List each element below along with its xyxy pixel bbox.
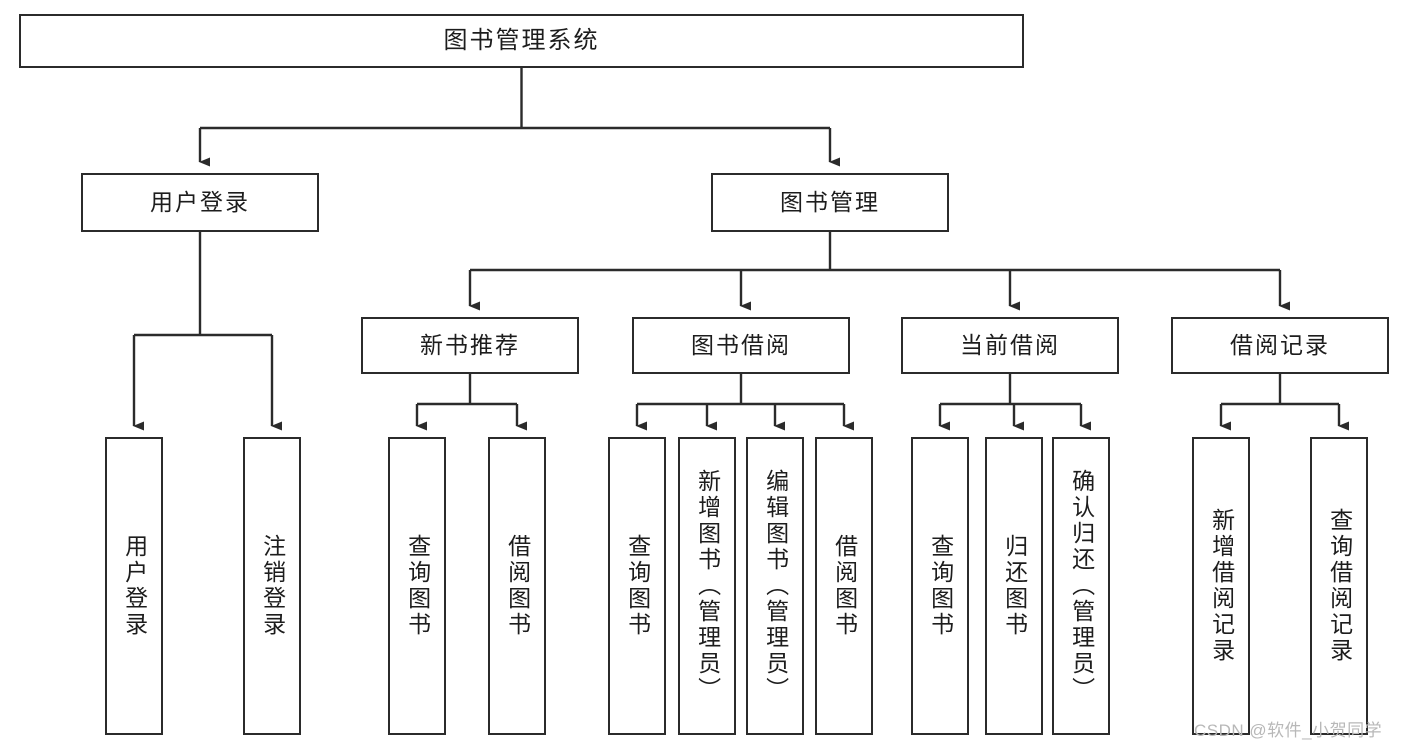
node-leaf-8[interactable]: 查询图书 bbox=[911, 437, 969, 735]
node-leaf-0[interactable]: 用户登录 bbox=[105, 437, 163, 735]
node-label: 用户登录 bbox=[121, 534, 148, 638]
node-l2-2[interactable]: 当前借阅 bbox=[901, 317, 1119, 374]
node-label: 借阅图书 bbox=[831, 534, 858, 638]
watermark-text: CSDN @软件_小贺同学 bbox=[1194, 721, 1383, 740]
node-label: 图书管理 bbox=[780, 188, 880, 215]
node-l2-3[interactable]: 借阅记录 bbox=[1171, 317, 1389, 374]
node-label: 用户登录 bbox=[150, 188, 250, 215]
node-label: 借阅记录 bbox=[1230, 331, 1330, 358]
node-l1-1[interactable]: 图书管理 bbox=[711, 173, 949, 232]
node-leaf-6[interactable]: 编辑图书（管理员） bbox=[746, 437, 804, 735]
node-label: 注销登录 bbox=[259, 534, 286, 638]
node-label: 查询图书 bbox=[404, 534, 431, 638]
node-leaf-1[interactable]: 注销登录 bbox=[243, 437, 301, 735]
node-l1-0[interactable]: 用户登录 bbox=[81, 173, 319, 232]
node-label: 查询图书 bbox=[624, 534, 651, 638]
node-label: 编辑图书（管理员） bbox=[762, 469, 789, 703]
node-l2-1[interactable]: 图书借阅 bbox=[632, 317, 850, 374]
node-label: 查询图书 bbox=[927, 534, 954, 638]
node-label: 归还图书 bbox=[1001, 534, 1028, 638]
node-label: 确认归还（管理员） bbox=[1068, 469, 1095, 703]
node-label: 当前借阅 bbox=[960, 331, 1060, 358]
node-leaf-9[interactable]: 归还图书 bbox=[985, 437, 1043, 735]
node-label: 图书管理系统 bbox=[443, 26, 600, 54]
node-label: 查询借阅记录 bbox=[1326, 508, 1353, 664]
node-label: 新书推荐 bbox=[420, 331, 520, 358]
node-leaf-12[interactable]: 查询借阅记录 bbox=[1310, 437, 1368, 735]
node-label: 新增图书（管理员） bbox=[694, 469, 721, 703]
node-label: 图书借阅 bbox=[691, 331, 791, 358]
node-leaf-11[interactable]: 新增借阅记录 bbox=[1192, 437, 1250, 735]
node-leaf-4[interactable]: 查询图书 bbox=[608, 437, 666, 735]
node-leaf-5[interactable]: 新增图书（管理员） bbox=[678, 437, 736, 735]
node-leaf-2[interactable]: 查询图书 bbox=[388, 437, 446, 735]
node-leaf-3[interactable]: 借阅图书 bbox=[488, 437, 546, 735]
node-root[interactable]: 图书管理系统 bbox=[19, 14, 1024, 68]
node-l2-0[interactable]: 新书推荐 bbox=[361, 317, 579, 374]
node-label: 新增借阅记录 bbox=[1208, 508, 1235, 664]
node-label: 借阅图书 bbox=[504, 534, 531, 638]
node-leaf-7[interactable]: 借阅图书 bbox=[815, 437, 873, 735]
node-leaf-10[interactable]: 确认归还（管理员） bbox=[1052, 437, 1110, 735]
